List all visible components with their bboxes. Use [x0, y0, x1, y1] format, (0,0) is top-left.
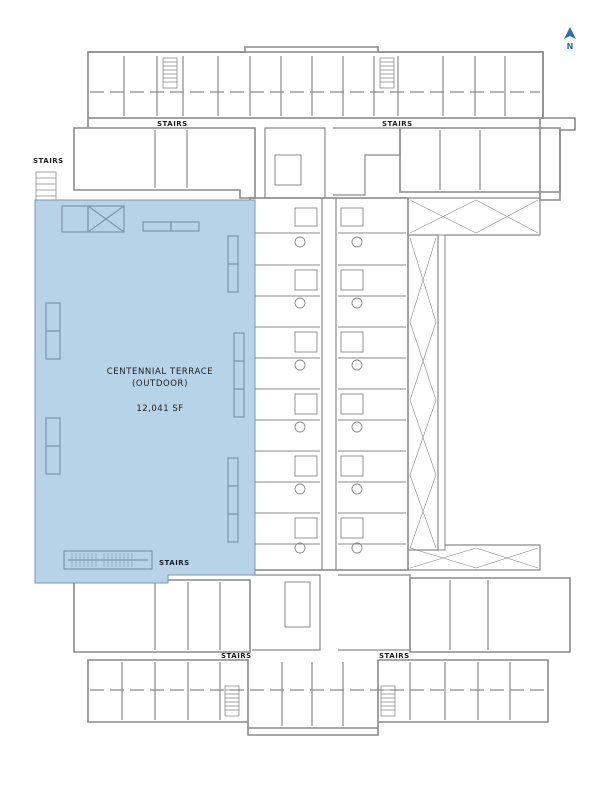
stairs-label-south-left: STAIRS — [221, 652, 252, 660]
terrace-qualifier: (OUTDOOR) — [132, 379, 188, 389]
north-arrow-icon — [564, 27, 576, 39]
stairs-label-terrace: STAIRS — [159, 559, 190, 567]
terrace-area: 12,041 SF — [136, 404, 184, 414]
terrace-title: CENTENNIAL TERRACE (OUTDOOR) — [60, 366, 260, 390]
north-arrow: N — [563, 25, 577, 51]
north-label: N — [566, 42, 574, 51]
stairs-label-south-right: STAIRS — [379, 652, 410, 660]
stairs-label-west: STAIRS — [33, 157, 64, 165]
terrace-name: CENTENNIAL TERRACE — [106, 367, 214, 377]
stairs-label-north-left: STAIRS — [157, 120, 188, 128]
south-wing-outline — [87, 659, 549, 736]
centennial-terrace-area — [34, 199, 256, 584]
stairs-label-north-right: STAIRS — [382, 120, 413, 128]
